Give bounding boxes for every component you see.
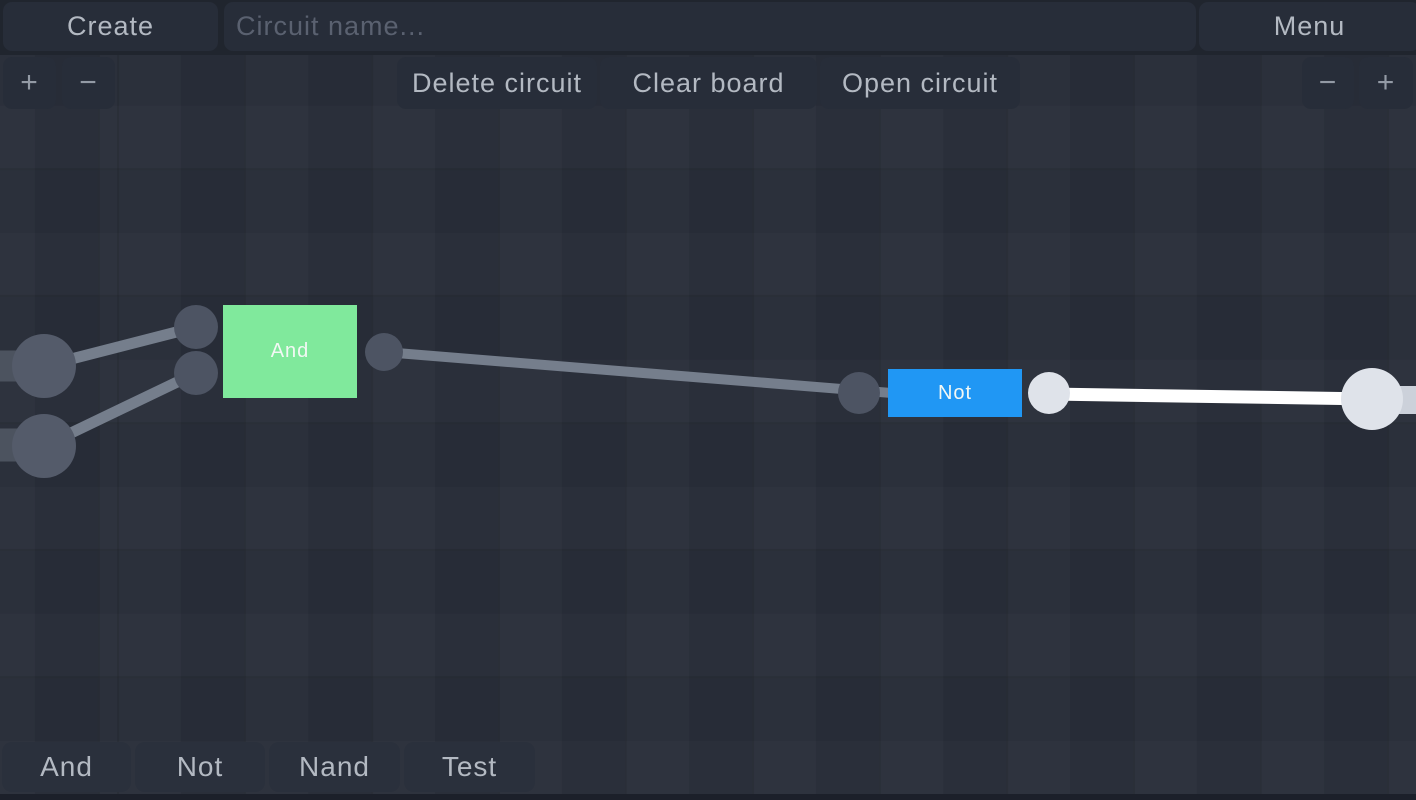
wire-and-out-to-not-in xyxy=(383,347,892,398)
input-switch-node-1[interactable] xyxy=(12,334,76,398)
zoom-in-button-left[interactable]: + xyxy=(3,57,56,109)
zoom-out-button-right[interactable]: − xyxy=(1302,57,1354,109)
palette-item-not[interactable]: Not xyxy=(135,742,265,792)
not-gate-label: Not xyxy=(937,381,973,404)
not-gate-input-node[interactable] xyxy=(838,372,880,414)
create-button[interactable]: Create xyxy=(3,2,218,51)
bottom-edge-strip xyxy=(0,794,1416,800)
and-gate-output-node[interactable] xyxy=(365,333,403,371)
palette-item-nand[interactable]: Nand xyxy=(269,742,400,792)
menu-button[interactable]: Menu xyxy=(1199,2,1416,51)
input-switch-node-2[interactable] xyxy=(12,414,76,478)
and-gate-input-node-1[interactable] xyxy=(174,305,218,349)
zoom-out-button-left[interactable]: − xyxy=(62,57,115,109)
palette-item-test[interactable]: Test xyxy=(404,742,535,792)
zoom-in-button-right[interactable]: + xyxy=(1359,57,1413,109)
circuit-output-node[interactable] xyxy=(1341,368,1403,430)
delete-circuit-button[interactable]: Delete circuit xyxy=(397,57,597,109)
and-gate-label: And xyxy=(270,340,310,362)
not-gate[interactable]: Not xyxy=(888,369,1022,417)
circuit-name-input[interactable] xyxy=(224,2,1196,51)
not-gate-output-node[interactable] xyxy=(1028,372,1070,414)
clear-board-button[interactable]: Clear board xyxy=(600,57,817,109)
palette-item-and[interactable]: And xyxy=(2,742,131,792)
and-gate-input-node-2[interactable] xyxy=(174,351,218,395)
and-gate[interactable]: And xyxy=(223,305,357,398)
wire-not-out-to-output xyxy=(1048,387,1374,406)
open-circuit-button[interactable]: Open circuit xyxy=(820,57,1020,109)
